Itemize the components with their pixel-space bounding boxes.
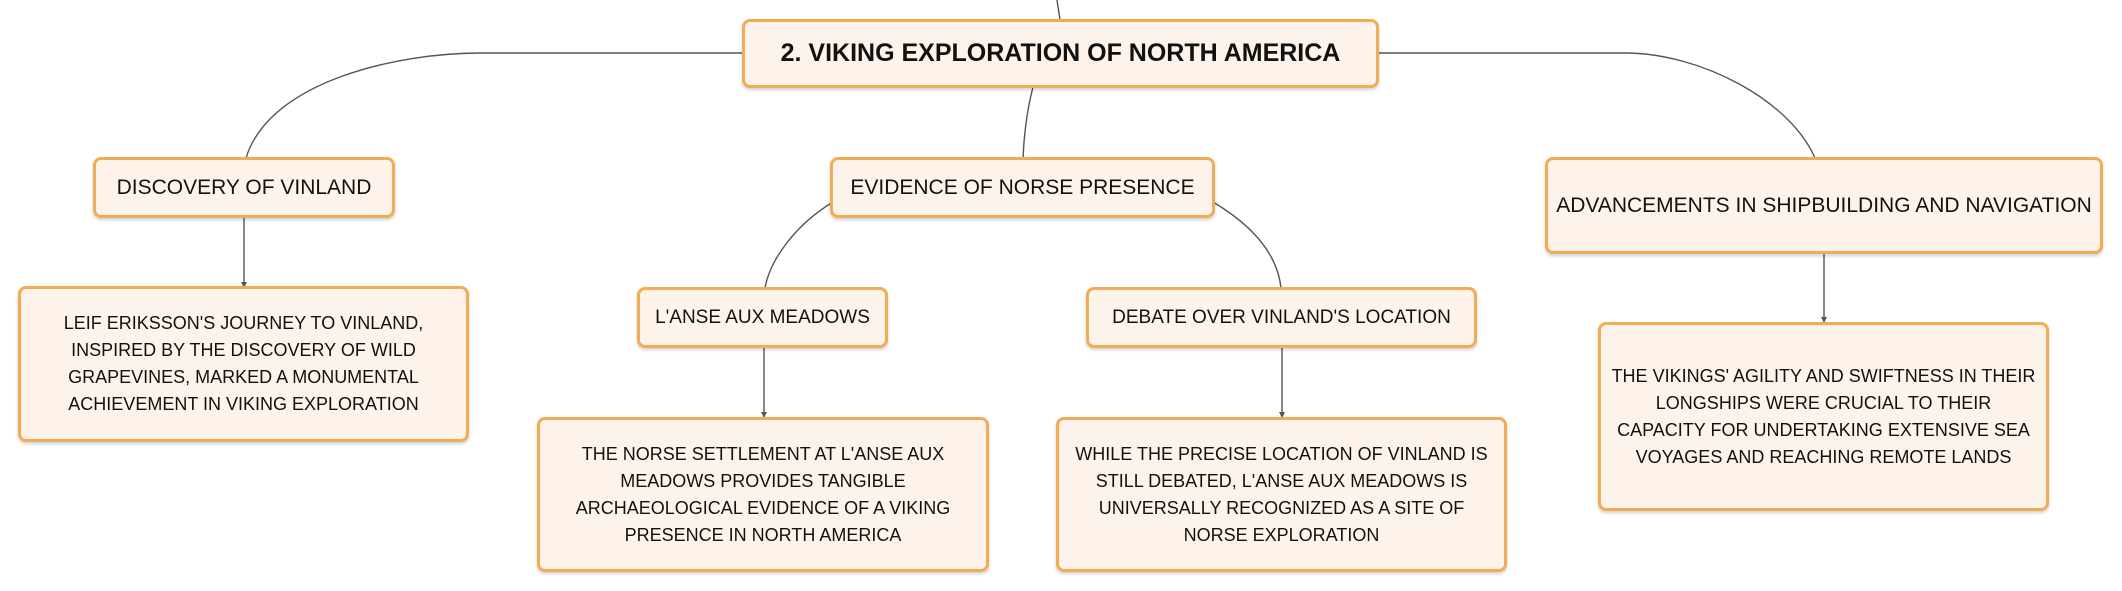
topic-evidence-of-norse-presence[interactable]: EVIDENCE OF NORSE PRESENCE <box>830 157 1215 218</box>
subtopic-debate-over-vinland-location-label: DEBATE OVER VINLAND'S LOCATION <box>1112 306 1451 328</box>
connector-root-to-vinland <box>245 52 745 159</box>
topic-shipbuilding-and-navigation[interactable]: ADVANCEMENTS IN SHIPBUILDING AND NAVIGAT… <box>1545 157 2103 254</box>
root-topic-node[interactable]: 2. VIKING EXPLORATION OF NORTH AMERICA <box>742 19 1379 88</box>
root-topic-label: 2. VIKING EXPLORATION OF NORTH AMERICA <box>780 39 1341 67</box>
detail-shipbuilding-and-navigation[interactable]: THE VIKINGS' AGILITY AND SWIFTNESS IN TH… <box>1598 322 2049 511</box>
topic-discovery-of-vinland-label: DISCOVERY OF VINLAND <box>116 175 372 199</box>
arrowhead-lanse-detail <box>761 412 767 418</box>
arrowhead-shipbuilding-detail <box>1821 317 1827 323</box>
detail-debate-over-vinland-location[interactable]: WHILE THE PRECISE LOCATION OF VINLAND IS… <box>1056 417 1507 572</box>
subtopic-lanse-aux-meadows-label: L'ANSE AUX MEADOWS <box>655 306 870 328</box>
connector-parent-to-root <box>1056 0 1061 21</box>
detail-shipbuilding-and-navigation-text: THE VIKINGS' AGILITY AND SWIFTNESS IN TH… <box>1611 365 2036 467</box>
detail-debate-over-vinland-location-text: WHILE THE PRECISE LOCATION OF VINLAND IS… <box>1075 443 1488 545</box>
connector-root-to-evidence <box>1022 86 1034 159</box>
connector-root-to-shipbuilding <box>1378 52 1816 159</box>
subtopic-lanse-aux-meadows[interactable]: L'ANSE AUX MEADOWS <box>637 287 888 348</box>
detail-discovery-of-vinland[interactable]: LEIF ERIKSSON'S JOURNEY TO VINLAND, INSP… <box>18 286 469 442</box>
arrowhead-vinland-detail <box>241 282 247 288</box>
detail-discovery-of-vinland-text: LEIF ERIKSSON'S JOURNEY TO VINLAND, INSP… <box>63 313 424 414</box>
arrowhead-debate-detail <box>1279 412 1285 418</box>
topic-discovery-of-vinland[interactable]: DISCOVERY OF VINLAND <box>93 157 395 218</box>
detail-lanse-aux-meadows[interactable]: THE NORSE SETTLEMENT AT L'ANSE AUX MEADO… <box>537 417 989 572</box>
topic-evidence-of-norse-presence-label: EVIDENCE OF NORSE PRESENCE <box>850 175 1195 199</box>
connector-evidence-to-lanse <box>764 201 834 289</box>
connector-evidence-to-debate <box>1212 201 1282 289</box>
topic-shipbuilding-and-navigation-label: ADVANCEMENTS IN SHIPBUILDING AND NAVIGAT… <box>1556 193 2092 217</box>
subtopic-debate-over-vinland-location[interactable]: DEBATE OVER VINLAND'S LOCATION <box>1086 287 1477 348</box>
detail-lanse-aux-meadows-text: THE NORSE SETTLEMENT AT L'ANSE AUX MEADO… <box>575 443 951 545</box>
